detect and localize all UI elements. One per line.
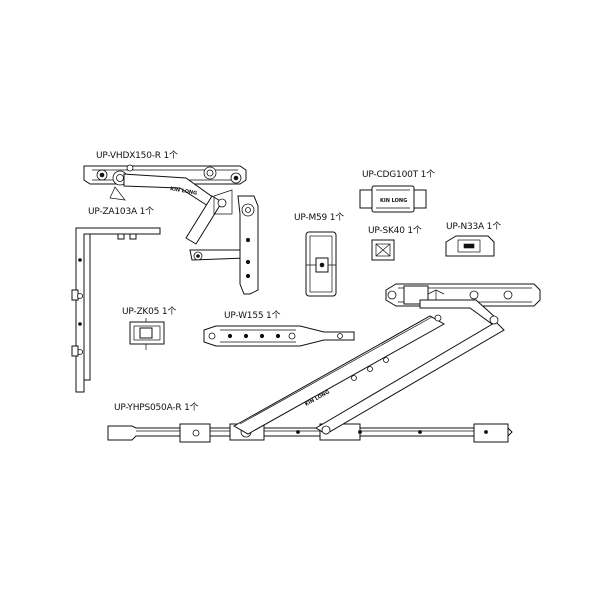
label-cdg100t: UP-CDG100T 1个 [362, 170, 435, 180]
label-w155: UP-W155 1个 [224, 311, 281, 321]
label-m59: UP-M59 1个 [294, 213, 345, 223]
cdg100t-brand-text: KIN LONG [380, 198, 407, 204]
vhdx150-brand-text: KIN LONG [170, 186, 198, 197]
part-za103a-drawing [71, 227, 161, 393]
label-sk40: UP-SK40 1个 [368, 226, 422, 236]
part-m59-drawing [305, 231, 337, 297]
part-yhps050a-drawing: KIN LONG [107, 283, 541, 443]
part-cdg100t-drawing: KIN LONG [359, 185, 427, 213]
label-za103a: UP-ZA103A 1个 [88, 207, 154, 217]
label-vhdx150: UP-VHDX150-R 1个 [96, 151, 178, 161]
part-sk40-drawing [371, 239, 395, 261]
label-zk05: UP-ZK05 1个 [122, 307, 177, 317]
part-vhdx150-drawing: KIN LONG [83, 164, 259, 295]
part-zk05-drawing [129, 318, 165, 350]
part-n33a-drawing [445, 235, 495, 257]
label-n33a: UP-N33A 1个 [446, 222, 501, 232]
label-yhps050a: UP-YHPS050A-R 1个 [114, 403, 199, 413]
part-w155-drawing [203, 325, 355, 347]
